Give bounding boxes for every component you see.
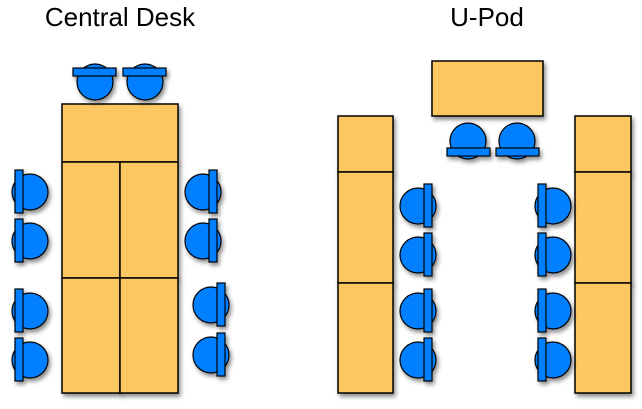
chair — [399, 232, 437, 277]
chair — [192, 332, 230, 377]
chair — [534, 183, 572, 228]
chair — [399, 337, 437, 382]
desk — [119, 277, 179, 394]
chair — [11, 218, 49, 263]
chair-back — [537, 183, 547, 228]
desk — [574, 171, 632, 284]
chair-back — [72, 67, 117, 77]
chair-back — [122, 67, 167, 77]
chair-back — [537, 337, 547, 382]
chair — [184, 169, 222, 214]
desk — [119, 161, 179, 279]
u-pod-layout — [337, 60, 632, 394]
chair-back — [14, 288, 24, 333]
chair — [534, 337, 572, 382]
desk — [61, 161, 121, 279]
chair — [192, 282, 230, 327]
chair-back — [14, 218, 24, 263]
desk — [337, 171, 394, 284]
chair — [72, 63, 117, 101]
chair — [446, 122, 491, 160]
chair-back — [446, 147, 491, 157]
chair-back — [537, 288, 547, 333]
chair-back — [208, 169, 218, 214]
chair — [184, 218, 222, 263]
chair — [534, 232, 572, 277]
chair-back — [216, 332, 226, 377]
desk — [337, 115, 394, 173]
central-desk-layout — [11, 63, 230, 394]
chair-back — [537, 232, 547, 277]
chair-back — [14, 337, 24, 382]
central-desk-title: Central Desk — [44, 2, 196, 32]
u-pod-title: U-Pod — [450, 2, 524, 32]
chair-back — [423, 183, 433, 228]
desk — [61, 277, 121, 394]
chair-back — [423, 232, 433, 277]
chair — [495, 122, 540, 160]
chair — [11, 169, 49, 214]
chair — [11, 337, 49, 382]
desk — [431, 60, 544, 117]
chair-back — [216, 282, 226, 327]
desk — [337, 282, 394, 394]
desk — [574, 282, 632, 394]
chair — [399, 183, 437, 228]
chair-back — [14, 169, 24, 214]
desk — [574, 115, 632, 173]
chair — [122, 63, 167, 101]
chair-back — [423, 337, 433, 382]
chair — [399, 288, 437, 333]
chair — [11, 288, 49, 333]
chair-back — [495, 147, 540, 157]
chair — [534, 288, 572, 333]
chair-back — [208, 218, 218, 263]
desk — [61, 103, 179, 163]
chair-back — [423, 288, 433, 333]
